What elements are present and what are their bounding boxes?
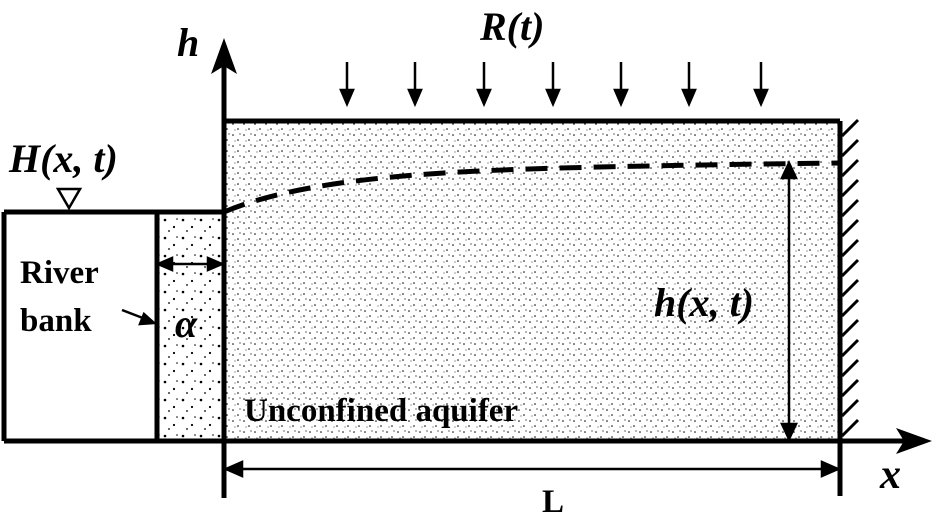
aquifer-region — [224, 121, 840, 441]
bank-width-dimension — [154, 256, 226, 272]
river-bank-label-line1: River — [20, 255, 99, 291]
x-axis-label: x — [879, 452, 901, 498]
water-table-height-label: h(x, t) — [654, 280, 754, 325]
river-stage-triangle-icon — [55, 187, 83, 211]
water-table-height-dimension — [780, 160, 798, 442]
bank-pointer-arrow — [121, 308, 158, 326]
length-dimension — [222, 460, 842, 478]
bank-sediment-region — [157, 212, 224, 441]
bank-width-label: α — [175, 301, 198, 346]
length-label: L — [542, 484, 564, 520]
river-bank-label-line2: bank — [20, 303, 92, 339]
impermeable-boundary-hatching — [840, 118, 860, 438]
water-table-curve — [223, 160, 841, 215]
recharge-label: R(t) — [479, 4, 544, 49]
river-stage-label: H(x, t) — [8, 136, 118, 181]
x-axis-arrowhead — [896, 428, 932, 454]
river-bank-box — [1, 209, 224, 441]
h-axis-arrowhead — [211, 38, 237, 74]
recharge-arrows — [339, 62, 769, 108]
h-axis-label: h — [177, 20, 199, 65]
aquifer-label: Unconfined aquifer — [244, 393, 518, 429]
